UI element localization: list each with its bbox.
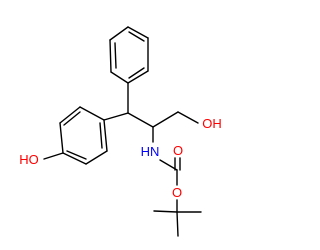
bond-hydroxyphenyl-inner-3 [99,122,103,149]
label-ester-o: O [172,185,182,200]
bonds [43,26,202,237]
bond-phenyl-3 [109,26,129,41]
bond-phenyl-inner-1 [114,42,117,69]
bond-phenyl-6 [127,70,149,84]
molecule-structure-diagram: HO OH HN O O [19,26,222,237]
bond-phenyl-inner-3 [128,67,145,79]
bond-tbu-methyl-down [176,211,179,237]
bond-hydroxyphenyl-inner-2 [66,150,87,160]
bond-hydroxyphenyl-5 [85,150,108,165]
bond-tbu-methyl-left [153,210,178,213]
bond-hydroxyphenyl-inner-1 [63,111,81,126]
bond-hydroxyphenyl-4 [62,152,87,165]
label-hn: HN [141,144,160,159]
bond-chn-to-ch2 [152,111,179,128]
bond-hydroxyphenyl-1 [79,106,105,121]
label-oh: OH [202,116,222,131]
bond-hydroxyphenyl-6 [103,119,108,152]
label-carbonyl-o: O [173,143,183,158]
atom-labels: HO OH HN O O [19,116,222,200]
bond-ring-to-ho [43,152,64,160]
bond-phenyl-4 [127,26,149,39]
bond-ch-to-chn [127,112,154,128]
label-ho: HO [19,152,39,167]
bond-hydroxyphenyl-2 [59,106,81,124]
bond-hydroxyphenyl-3 [59,122,64,154]
bond-phenyl-2 [109,39,112,73]
bond-ch2-to-oh [177,111,199,124]
bond-phenyl-1 [110,71,129,84]
bond-ch-to-hydroxyphenyl [103,112,129,121]
bond-phenyl-inner-2 [128,31,145,42]
bond-nh-to-carbonyl [159,159,178,171]
